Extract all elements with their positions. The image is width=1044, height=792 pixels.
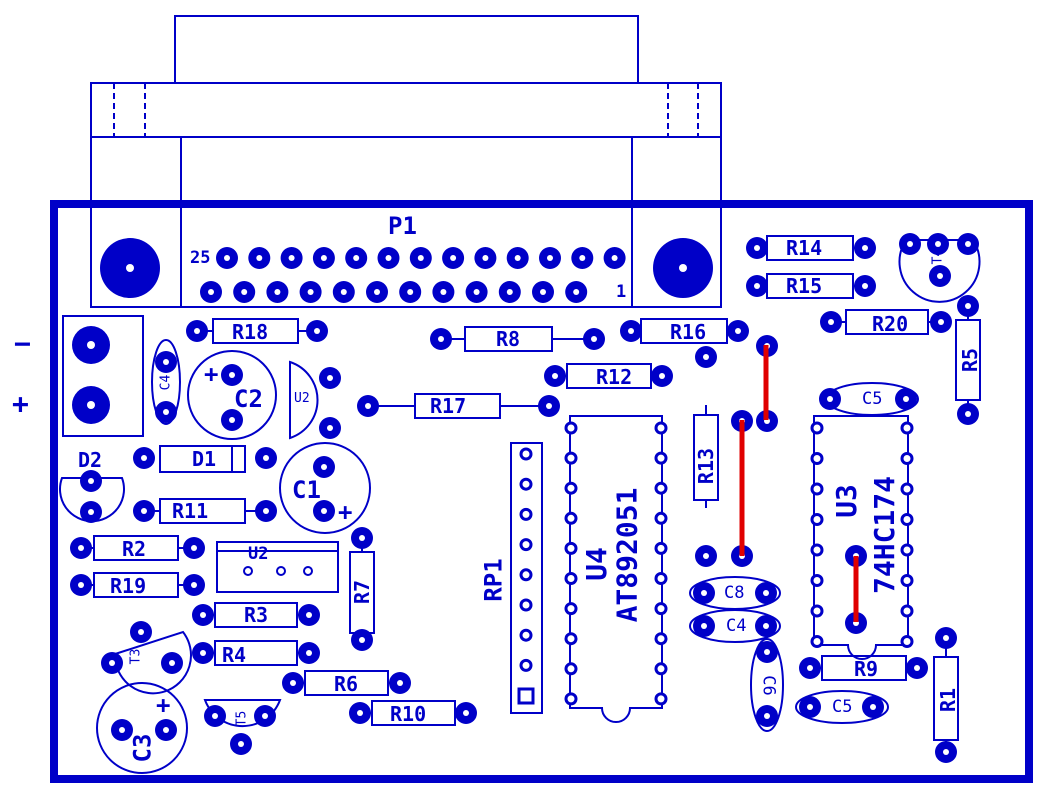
u4-pin xyxy=(654,451,668,465)
r14-body xyxy=(766,235,854,261)
u3-pin xyxy=(810,635,824,648)
r16-body xyxy=(640,318,728,344)
transistor-t4-outline xyxy=(898,239,981,303)
u4-pin xyxy=(564,421,578,435)
u3-pin xyxy=(900,604,914,618)
r19-body xyxy=(93,572,179,598)
cap-c5-bottom xyxy=(795,690,889,724)
u4-pin xyxy=(654,421,668,435)
u4-pin xyxy=(564,662,578,676)
r7-body xyxy=(349,551,375,634)
u3-pin xyxy=(900,421,914,435)
r10-body xyxy=(371,700,456,726)
r3-body xyxy=(214,602,298,628)
rp1-pin-1 xyxy=(517,687,535,705)
cap-c3-outline xyxy=(96,682,188,774)
u3-pin xyxy=(810,604,824,618)
rp1-pin xyxy=(519,568,533,582)
r20-body xyxy=(845,309,929,335)
u4-pin xyxy=(564,572,578,585)
u4-pin xyxy=(564,632,578,646)
r18-body xyxy=(212,318,299,344)
u4-pin xyxy=(654,481,668,495)
u2-pin xyxy=(276,566,286,576)
u3-pin xyxy=(900,452,914,465)
resistors xyxy=(81,235,981,752)
r2-body xyxy=(93,535,179,561)
r15-body xyxy=(766,273,854,299)
rp1-pin xyxy=(519,477,533,491)
u2-to92-outline xyxy=(289,360,319,440)
rp1-pin xyxy=(519,628,533,642)
r5-body xyxy=(955,319,981,401)
u3-pin xyxy=(810,513,824,526)
u4-pin xyxy=(654,602,668,616)
rp1-pack xyxy=(510,442,543,714)
power-terminal xyxy=(62,315,144,437)
board-outline xyxy=(50,200,1033,783)
u3-pin xyxy=(810,543,824,557)
u2-pin xyxy=(243,566,253,576)
u3-ic-outline xyxy=(813,415,909,660)
u4-pin xyxy=(564,481,578,495)
cap-c1-outline xyxy=(279,442,371,534)
u2-pin xyxy=(303,566,313,576)
rp1-pin xyxy=(519,447,533,461)
u4-pin xyxy=(564,692,578,706)
transistor-t3-outline xyxy=(111,630,192,695)
r11-body xyxy=(159,498,246,524)
u4-pin xyxy=(564,602,578,616)
cap-c2-outline xyxy=(187,350,277,440)
r8-body xyxy=(464,326,553,352)
cap-c4-left xyxy=(151,339,181,425)
u4-pin xyxy=(564,541,578,555)
db25-pins xyxy=(200,247,626,303)
rp1-pin xyxy=(519,538,533,552)
u4-pin xyxy=(654,572,668,585)
u3-pin xyxy=(810,421,824,435)
u3-pin xyxy=(810,452,824,465)
pads xyxy=(70,233,979,763)
u4-pin xyxy=(564,451,578,465)
diode-d1 xyxy=(159,445,246,473)
u4-pin xyxy=(654,662,668,676)
db25-shell-top xyxy=(174,15,639,84)
u4-pin xyxy=(654,511,668,525)
r1-body xyxy=(933,656,959,741)
rp1-pin xyxy=(519,507,533,521)
u4-ic-outline xyxy=(569,415,663,723)
cap-c6 xyxy=(750,638,784,732)
u3-pin xyxy=(900,574,914,587)
u2-regulator xyxy=(216,541,339,593)
u3-pin xyxy=(900,482,914,496)
r4-body xyxy=(214,640,298,666)
db25-flange xyxy=(90,82,722,138)
u3-pin xyxy=(810,574,824,587)
r17-body xyxy=(414,393,501,419)
u3-pin xyxy=(900,513,914,526)
rp1-pin xyxy=(519,658,533,672)
r13-body xyxy=(693,414,719,501)
u3-pin xyxy=(900,543,914,557)
u4-pin xyxy=(654,632,668,646)
u3-pin xyxy=(900,635,914,648)
db25-body xyxy=(90,136,722,308)
r12-body xyxy=(566,363,652,389)
u3-pin xyxy=(810,482,824,496)
cap-c4-mid xyxy=(689,609,781,643)
u4-pin xyxy=(654,541,668,555)
r6-body xyxy=(304,670,389,696)
rp1-pin xyxy=(519,598,533,612)
u4-pin xyxy=(564,511,578,525)
u4-pin xyxy=(654,692,668,706)
